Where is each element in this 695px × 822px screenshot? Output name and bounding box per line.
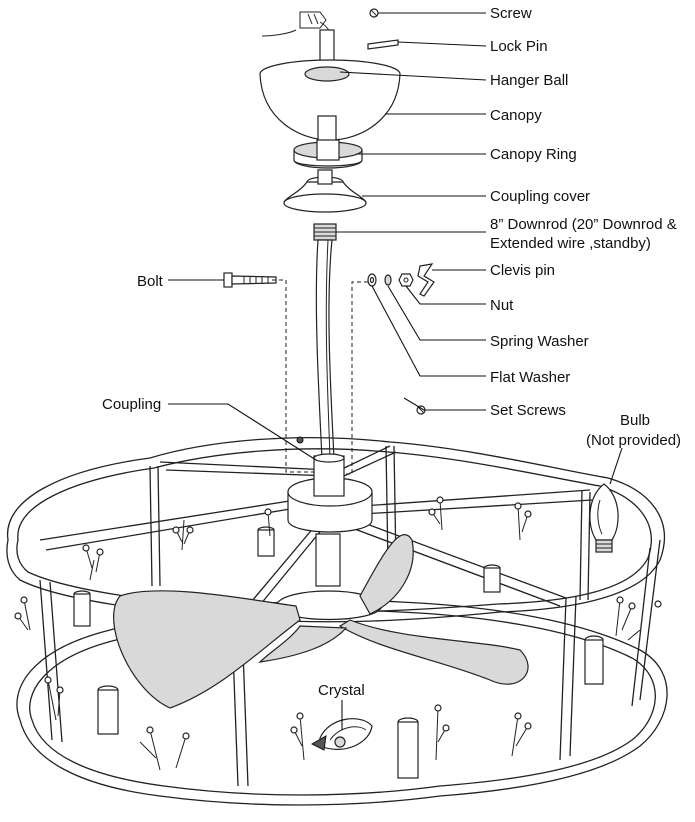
- fan-motor: [275, 533, 383, 621]
- label-hanger-ball: Hanger Ball: [490, 72, 568, 89]
- label-screw: Screw: [490, 5, 532, 22]
- cage-bars: [39, 445, 661, 787]
- label-flat-washer: Flat Washer: [490, 369, 570, 386]
- label-bulb-note: (Not provided): [586, 432, 681, 449]
- label-canopy: Canopy: [490, 107, 542, 124]
- bulb-part: [589, 483, 619, 553]
- label-canopy-ring: Canopy Ring: [490, 146, 577, 163]
- label-nut: Nut: [490, 297, 514, 314]
- bolt-path: [272, 279, 316, 473]
- label-coupling-cover: Coupling cover: [490, 188, 590, 205]
- flat-washer-part: [367, 273, 377, 287]
- spring-washer-part: [384, 274, 392, 286]
- cage-spokes: [39, 445, 593, 623]
- label-set-screws: Set Screws: [490, 402, 566, 419]
- label-downrod-line1: 8” Downrod (20” Downrod &: [490, 216, 677, 233]
- lock-pin-part: [367, 39, 399, 50]
- label-bolt: Bolt: [137, 273, 164, 290]
- crystal-ornament: [310, 718, 373, 751]
- crystal-branches: [14, 496, 662, 771]
- clevis-pin-part: [417, 263, 435, 297]
- fan-blades: [113, 534, 529, 709]
- bolt-part: [223, 272, 277, 288]
- screw-part: [369, 8, 379, 18]
- label-lock-pin: Lock Pin: [490, 38, 548, 55]
- set-screw-part: [416, 405, 426, 415]
- label-downrod-line2: Extended wire ,standby): [490, 235, 651, 252]
- label-coupling: Coupling: [102, 396, 161, 413]
- washer-path: [340, 281, 368, 475]
- nut-part: [398, 273, 414, 287]
- label-spring-washer: Spring Washer: [490, 333, 589, 350]
- downrod-part: [313, 223, 337, 459]
- canopy-ring-part: [293, 139, 363, 169]
- leader-lines: [168, 12, 623, 730]
- label-clevis-pin: Clevis pin: [490, 262, 555, 279]
- coupling-hub: [287, 436, 373, 533]
- coupling-cover-part: [283, 169, 367, 213]
- canopy-part: [259, 59, 401, 143]
- label-bulb: Bulb: [620, 412, 650, 429]
- candle-cups: [73, 526, 604, 779]
- label-crystal: Crystal: [318, 682, 365, 699]
